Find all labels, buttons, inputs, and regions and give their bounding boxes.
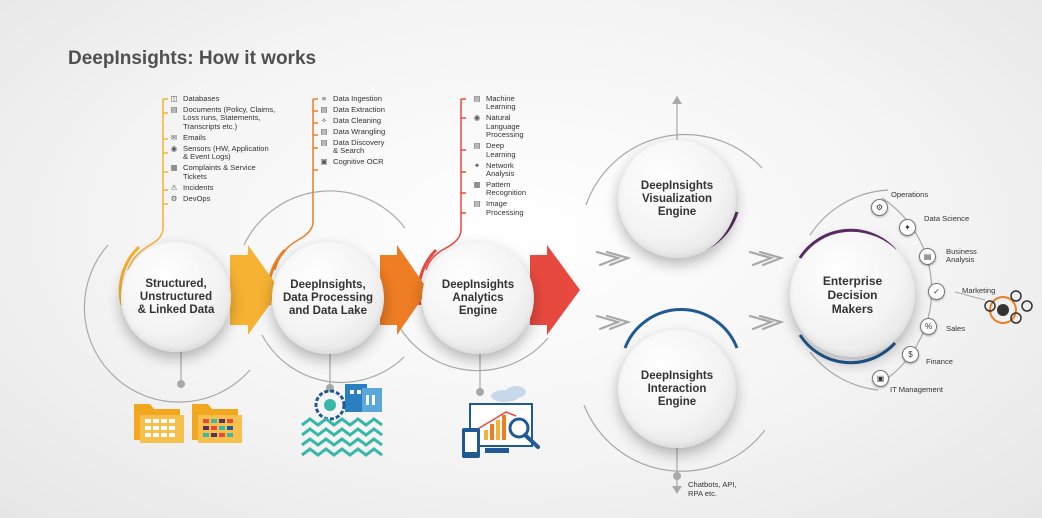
business-analysis-icon: ▤ <box>919 248 936 265</box>
ocr-icon: ▣ <box>320 157 328 167</box>
operations-icon: ⚙ <box>871 199 888 216</box>
page-title: DeepInsights: How it works <box>68 48 317 69</box>
enterprise-circle: Enterprise Decision Makers <box>790 232 915 357</box>
data-lake-illustration <box>301 384 383 457</box>
interaction-circle: DeepInsights Interaction Engine <box>618 330 736 448</box>
deep-learning-icon: ▤ <box>473 141 481 151</box>
list-item: ▤Image Processing <box>473 199 524 217</box>
enterprise-arc-bottom <box>809 351 879 391</box>
it-management-icon: ▣ <box>872 370 889 387</box>
sources-list: ◫Databases ▤Documents (Policy, Claims, L… <box>169 94 299 206</box>
processing-circle-label: DeepInsights, Data Processing and Data L… <box>282 278 374 317</box>
decision-maker-data-science: Data Science <box>924 214 970 223</box>
analytics-circle-label: DeepInsights Analytics Engine <box>441 278 515 317</box>
processing-circle: DeepInsights, Data Processing and Data L… <box>272 242 384 354</box>
list-item: ▤Data Wrangling <box>320 127 386 136</box>
customer-network-icon <box>984 290 1033 324</box>
list-item: ▦Complaints & Service Tickets <box>170 163 256 181</box>
analytics-methods-list: ▤Machine Learning ◉Natural Language Proc… <box>472 94 552 220</box>
data-circle: Structured, Unstructured & Linked Data <box>121 242 231 352</box>
machine-learning-icon: ▤ <box>473 94 481 103</box>
data-folders-illustration <box>134 404 242 443</box>
list-item: ▣Cognitive OCR <box>320 157 384 167</box>
arrow-processing-to-analytics <box>380 245 428 335</box>
enterprise-circle-label: Enterprise Decision Makers <box>822 273 883 316</box>
processing-arc-bottom <box>261 334 405 384</box>
processing-steps-list: ≡Data Ingestion ▤Data Extraction ✧Data C… <box>319 94 439 169</box>
extraction-icon: ▤ <box>320 105 328 114</box>
data-circle-label: Structured, Unstructured & Linked Data <box>137 277 215 316</box>
interaction-outputs: Chatbots, API, RPA etc. <box>688 480 737 498</box>
list-item: ✦Network Analysis <box>473 160 515 179</box>
decision-maker-it-management: IT Management <box>890 385 944 394</box>
marketing-icon: ✓ <box>928 283 945 300</box>
list-item: ⚙DevOps <box>170 193 211 203</box>
interaction-arc <box>583 404 766 472</box>
analytics-arc <box>391 311 549 372</box>
processing-arc-top <box>243 190 406 246</box>
arrow-data-to-processing <box>230 245 280 335</box>
cleaning-icon: ✧ <box>320 116 328 125</box>
sales-icon: % <box>920 318 937 335</box>
decision-maker-business-analysis: Business Analysis <box>946 247 977 265</box>
database-icon: ◫ <box>170 94 178 103</box>
email-icon: ✉ <box>170 132 178 142</box>
data-science-icon: ✦ <box>899 219 916 236</box>
list-item: ▤Documents (Policy, Claims, Loss runs, S… <box>170 105 276 131</box>
list-item: ▤Data Extraction <box>320 105 385 114</box>
ticket-icon: ▦ <box>170 163 178 173</box>
decision-maker-finance: Finance <box>926 357 954 366</box>
warning-icon: ⚠ <box>170 182 178 192</box>
sensor-icon: ◉ <box>170 143 178 153</box>
list-item: ◉Natural Language Processing <box>473 113 524 140</box>
data-arc <box>83 244 251 403</box>
decision-maker-sales: Sales <box>946 324 965 333</box>
devops-icon: ⚙ <box>170 193 178 203</box>
arrow-analytics-to-engines <box>530 245 580 335</box>
list-item: ▤Data Discovery & Search <box>320 138 385 156</box>
list-item: ✉Emails <box>170 132 206 142</box>
nlp-icon: ◉ <box>473 113 481 123</box>
pattern-icon: ▦ <box>473 180 481 190</box>
list-item: ◫Databases <box>170 94 220 103</box>
wrangling-icon: ▤ <box>320 127 328 136</box>
visualization-circle: DeepInsights Visualization Engine <box>618 140 736 258</box>
list-item: ≡Data Ingestion <box>321 94 382 103</box>
decision-maker-operations: Operations <box>891 190 929 199</box>
analytics-circle: DeepInsights Analytics Engine <box>422 242 534 354</box>
discovery-icon: ▤ <box>320 138 328 147</box>
analytics-dashboard-illustration <box>462 386 540 458</box>
list-item: ⚠Incidents <box>170 182 214 192</box>
enterprise-arc-top <box>809 189 889 236</box>
list-item: ▦Pattern Recognition <box>473 180 527 198</box>
list-item: ◉Sensors (HW, Application & Event Logs) <box>170 143 269 162</box>
list-item: ▤Machine Learning <box>473 94 516 112</box>
decision-maker-marketing: Marketing <box>962 286 996 295</box>
image-icon: ▤ <box>473 199 481 209</box>
list-item: ▤Deep Learning <box>473 141 516 159</box>
ingestion-icon: ≡ <box>321 94 327 103</box>
finance-icon: $ <box>902 346 919 363</box>
interaction-circle-label: DeepInsights Interaction Engine <box>640 369 714 408</box>
network-icon: ✦ <box>473 160 481 170</box>
visualization-circle-label: DeepInsights Visualization Engine <box>640 179 714 218</box>
visualization-arc <box>585 133 763 206</box>
document-icon: ▤ <box>170 105 178 114</box>
list-item: ✧Data Cleaning <box>320 116 382 125</box>
